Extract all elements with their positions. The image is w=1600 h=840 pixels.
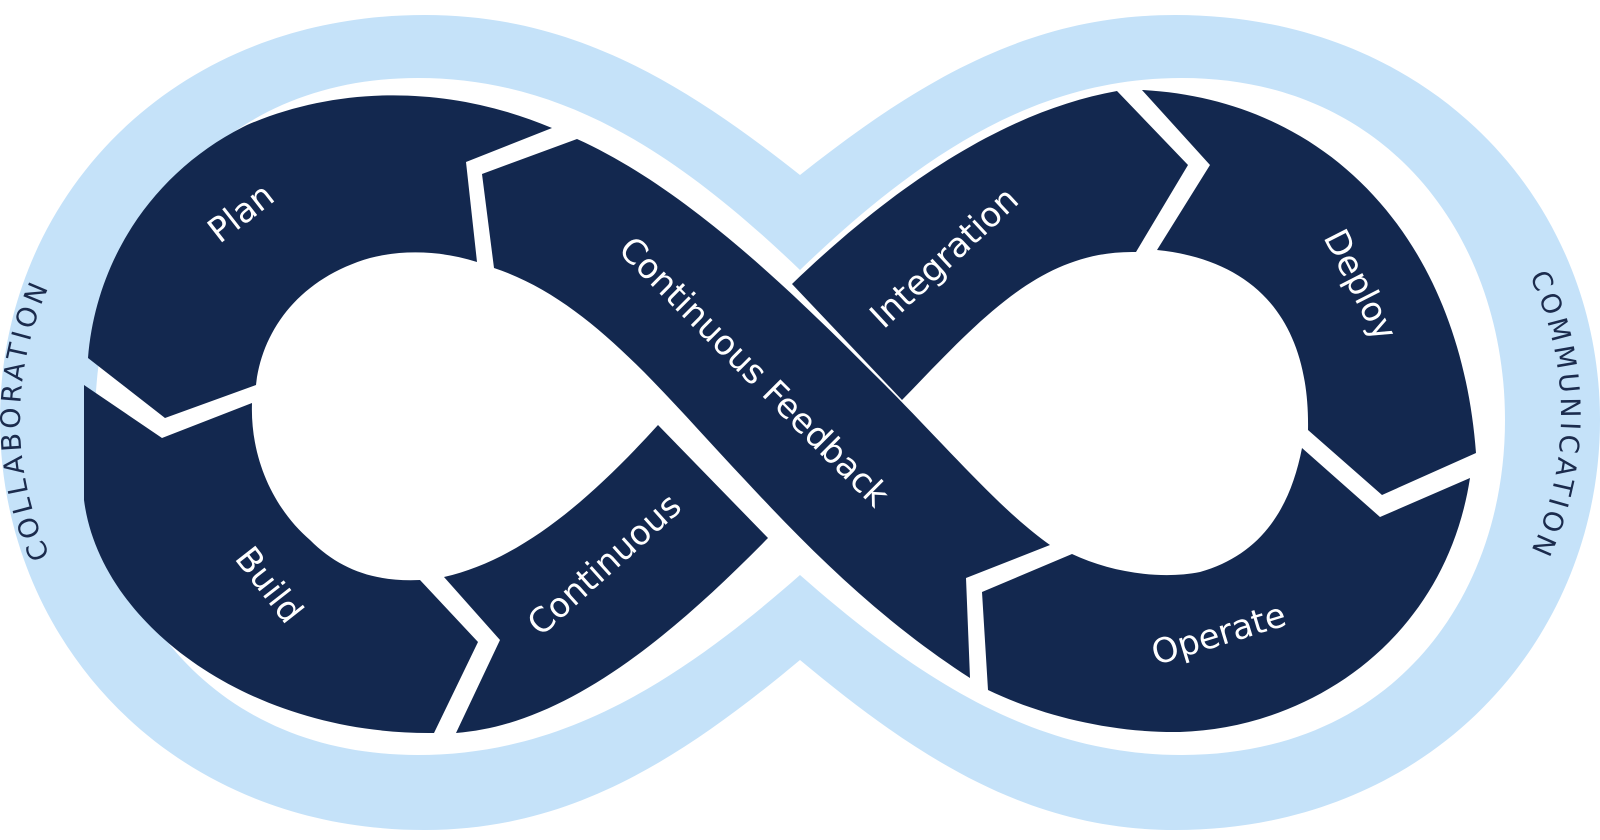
segment-integration [792,91,1188,400]
segment-plan [88,95,552,418]
segment-build [84,385,478,734]
segment-continuous-feedback [482,139,1050,678]
segment-continuous [444,425,768,733]
segment-operate [982,448,1470,733]
segment-deploy [1142,90,1476,495]
